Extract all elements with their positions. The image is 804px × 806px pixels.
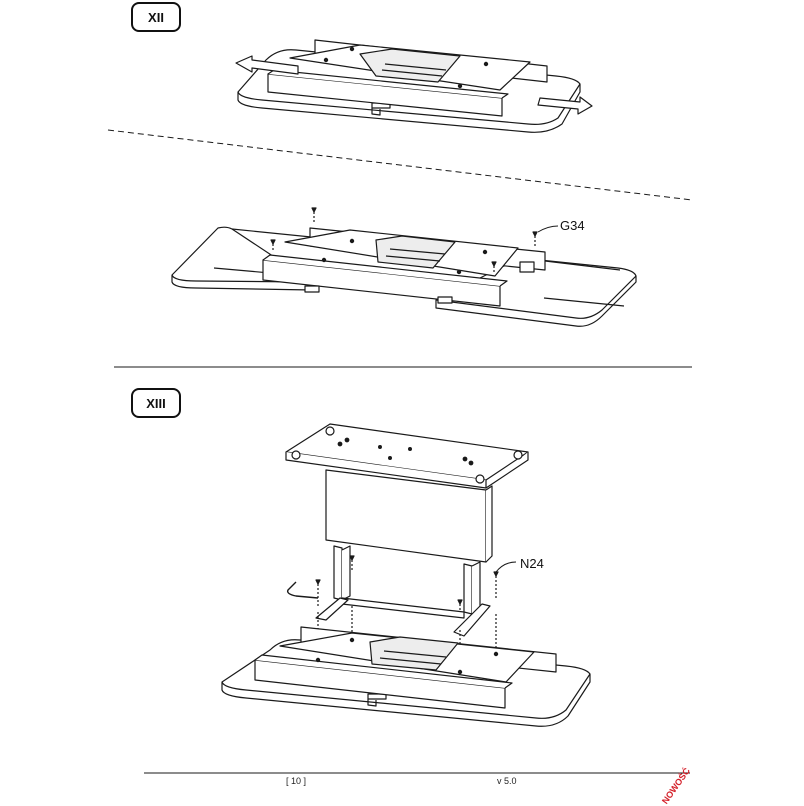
dashed-separator [107,129,693,201]
screw-part-label: G34 [560,218,585,233]
step-xiii-view [221,423,591,727]
version-label: v 5.0 [497,776,517,786]
leg-part-label: N24 [520,556,544,571]
page-number: [ 10 ] [286,776,307,786]
step-xii-top-view [235,39,593,133]
step-xii-extended-view [171,207,637,327]
step-badge-xiii: XIII [131,388,181,418]
step-badge-xii: XII [131,2,181,32]
